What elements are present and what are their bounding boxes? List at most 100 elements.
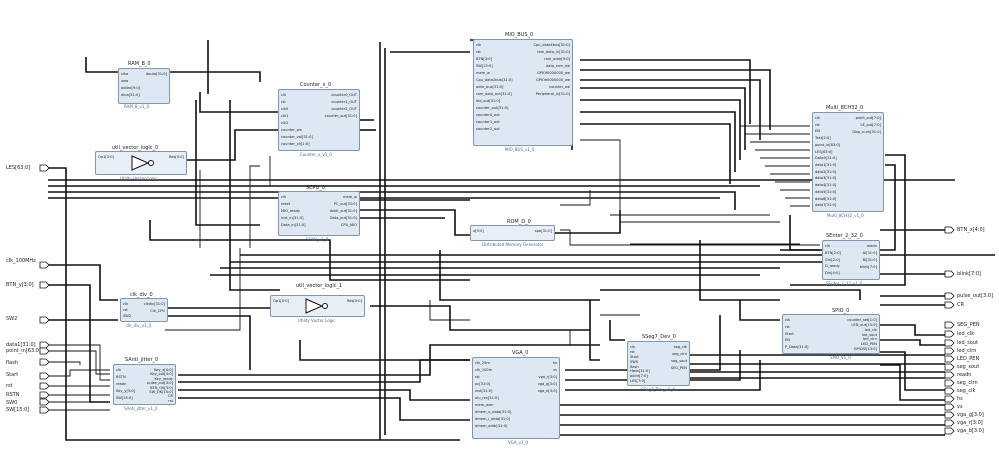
pin-left[interactable]: EN bbox=[785, 338, 790, 343]
port-btn-x[interactable]: BTN_x[4:0] bbox=[957, 227, 985, 233]
pin-right[interactable]: seg_clrn bbox=[672, 352, 687, 356]
pin-right[interactable]: SEG_PEN bbox=[670, 366, 687, 370]
port-led-pen[interactable]: LED_PEN bbox=[957, 356, 979, 362]
pin-right[interactable]: Peripheral_in[31:0] bbox=[535, 92, 570, 96]
port-seg-clrn[interactable]: seg_clrn bbox=[957, 380, 978, 386]
pin-left[interactable]: clk bbox=[123, 302, 129, 306]
port-LES[interactable]: LES[63:0] bbox=[6, 165, 30, 171]
pin-left[interactable]: Ctrl[2:0] bbox=[825, 257, 840, 262]
port-seg-pen[interactable]: SEG_PEN bbox=[957, 322, 980, 328]
pin-right[interactable]: led_clrn bbox=[863, 337, 877, 342]
pin-left[interactable]: D_ready bbox=[825, 264, 840, 269]
pin-right[interactable]: Disp_num[31:0] bbox=[852, 130, 881, 134]
pin-left[interactable]: addr_bus[31:0] bbox=[476, 85, 504, 89]
pin-left[interactable]: Hexs[31:0] bbox=[630, 369, 650, 374]
pin-left[interactable]: clk bbox=[476, 43, 482, 47]
pin-left[interactable]: Data_in[31:0] bbox=[281, 223, 306, 227]
pin-left[interactable]: counter1_out bbox=[476, 120, 500, 124]
pin-right[interactable]: clkdiv[31:0] bbox=[143, 302, 165, 306]
pin-right[interactable]: counter1_OUT bbox=[331, 100, 357, 104]
pin-right[interactable]: point_out[7:0] bbox=[855, 116, 881, 120]
pin-left[interactable]: counter2_out bbox=[476, 127, 500, 131]
pin-left[interactable]: alu_res[31:0] bbox=[475, 396, 499, 400]
pin-right[interactable]: GPIOf0000000_we bbox=[536, 71, 570, 75]
pin-right[interactable]: GPIOf0[13:0] bbox=[853, 347, 877, 352]
pin-right[interactable]: BTN_OK[3:0] bbox=[150, 385, 173, 390]
pin-left[interactable]: data5[31:0] bbox=[815, 189, 837, 194]
pin-right[interactable]: counter_we bbox=[549, 85, 570, 89]
pin-left[interactable]: SW0 bbox=[630, 359, 639, 364]
port-point-in[interactable]: point_in[63:0] bbox=[6, 348, 41, 354]
pin-left[interactable]: ram_data_out[31:0] bbox=[476, 92, 512, 96]
pin-left[interactable]: clk bbox=[785, 318, 791, 322]
pin-right[interactable]: counter_set[1:0] bbox=[847, 318, 877, 322]
port-seg-sout[interactable]: seg_sout bbox=[957, 364, 979, 370]
pin-left[interactable]: clk1 bbox=[281, 114, 289, 118]
pin-left[interactable]: rst bbox=[475, 375, 480, 379]
pin-right[interactable]: led_sout bbox=[861, 332, 877, 337]
pin-left[interactable]: counter0_out bbox=[476, 113, 500, 117]
pin-left[interactable]: mem_w bbox=[476, 71, 490, 75]
pin-right[interactable]: vs bbox=[553, 368, 557, 372]
pin-left[interactable]: data4[31:0] bbox=[815, 183, 837, 188]
pin-right[interactable]: Addr_out[31:0] bbox=[330, 209, 357, 213]
pin-left[interactable]: Op1[0:0] bbox=[273, 299, 289, 303]
pin-left[interactable]: readn bbox=[116, 382, 127, 386]
pin-left[interactable]: point[7:0] bbox=[630, 374, 648, 379]
pin-left[interactable]: LES[63:0] bbox=[815, 149, 833, 154]
pin-left[interactable]: dina[31:0] bbox=[121, 93, 140, 97]
port-vga-g[interactable]: vga_g[3:0] bbox=[957, 412, 984, 418]
port-vs[interactable]: vs bbox=[957, 404, 963, 410]
pin-left[interactable]: SW2 bbox=[123, 314, 132, 318]
pin-left[interactable]: clk bbox=[825, 244, 831, 248]
port-cr[interactable]: CR bbox=[957, 302, 964, 308]
pin-left[interactable]: BTN[2:0] bbox=[825, 250, 841, 255]
pin-right[interactable]: counter2_OUT bbox=[331, 107, 357, 111]
port-led-sout[interactable]: led_sout bbox=[957, 340, 978, 346]
pin-left[interactable]: clka bbox=[121, 72, 129, 76]
pin-left[interactable]: rst bbox=[785, 324, 790, 329]
pin-left[interactable]: point_in[63:0] bbox=[815, 142, 841, 147]
pin-right[interactable]: ram_data_in[31:0] bbox=[536, 50, 570, 54]
port-pulse-out[interactable]: pulse_out[3:0] bbox=[957, 293, 993, 299]
pin-left[interactable]: clk bbox=[281, 93, 287, 97]
pin-right[interactable]: vga_r[3:0] bbox=[538, 375, 557, 379]
pin-left[interactable]: P_Data[31:0] bbox=[785, 345, 809, 350]
pin-left[interactable]: data3[31:0] bbox=[815, 176, 837, 181]
port-sw2[interactable]: SW2 bbox=[6, 316, 17, 322]
pin-right[interactable]: LED_PEN bbox=[861, 342, 877, 347]
pin-right[interactable]: mem_w bbox=[343, 195, 357, 199]
pin-right[interactable]: Bi[31:0] bbox=[862, 258, 877, 262]
pin-left[interactable]: data1[31:0] bbox=[815, 163, 837, 167]
port-led-clrn[interactable]: led_clrn bbox=[957, 348, 976, 354]
pin-left[interactable]: rst bbox=[476, 50, 481, 54]
pin-right[interactable]: Ai[31:0] bbox=[862, 251, 877, 255]
pin-right[interactable]: PC_out[31:0] bbox=[333, 202, 357, 206]
pin-left[interactable]: clk bbox=[630, 345, 636, 349]
pin-left[interactable]: clk bbox=[116, 368, 122, 372]
pin-left[interactable]: Start bbox=[785, 331, 794, 336]
pin-right[interactable]: Key_x[4:0] bbox=[153, 368, 173, 372]
pin-right[interactable]: Key_ready bbox=[154, 376, 173, 381]
pin-left[interactable]: rst bbox=[281, 100, 286, 104]
pin-left[interactable]: Start bbox=[630, 354, 639, 359]
port-start[interactable]: Start bbox=[6, 372, 18, 378]
pin-right[interactable]: CPU_MIO bbox=[340, 223, 357, 227]
pin-left[interactable]: LES[7:0] bbox=[630, 379, 646, 384]
pin-left[interactable]: dmem_o_data[31:0] bbox=[475, 410, 512, 414]
pin-left[interactable]: addra[9:0] bbox=[121, 86, 141, 90]
pin-left[interactable]: led_out[31:0] bbox=[476, 99, 501, 103]
pin-left[interactable]: EN bbox=[815, 129, 820, 134]
pin-right[interactable]: counter0_OUT bbox=[331, 93, 357, 97]
port-blink[interactable]: blink[7:0] bbox=[957, 271, 981, 277]
pin-left[interactable]: Key_y[3:0] bbox=[116, 389, 136, 393]
pin-left[interactable]: MIO_ready bbox=[281, 209, 301, 213]
pin-right[interactable]: data_ram_we bbox=[545, 64, 570, 68]
pin-left[interactable]: BTN[3:0] bbox=[476, 57, 492, 61]
pin-right[interactable]: spo[31:0] bbox=[534, 229, 552, 233]
